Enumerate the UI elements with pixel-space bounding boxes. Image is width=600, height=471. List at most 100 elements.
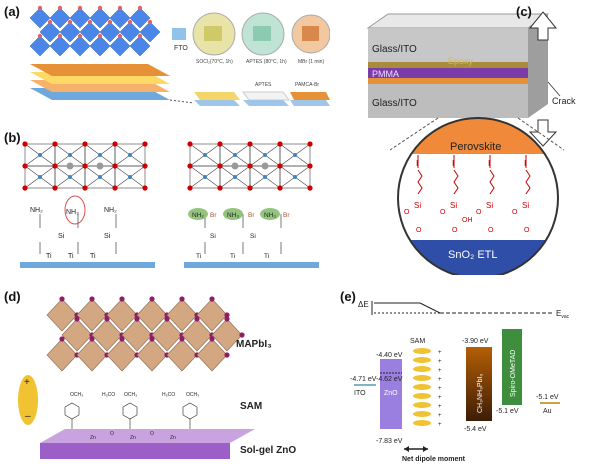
epoxy-layer (368, 62, 528, 68)
svg-text:O: O (476, 209, 482, 216)
svg-text:Si: Si (58, 233, 65, 240)
svg-text:Zn: Zn (170, 435, 176, 441)
ito-label: ITO (354, 390, 366, 397)
svg-text:OCH₃: OCH₃ (70, 392, 83, 398)
panel-d: (d) MAPbI₃ + – OCH₃ H₃CO OCH₃ H₃CO OCH₃ … (0, 285, 320, 466)
svg-text:Si: Si (414, 201, 421, 210)
film-2-label: APTES (255, 82, 272, 88)
svg-text:Zn: Zn (90, 435, 96, 441)
svg-text:NH₂: NH₂ (104, 207, 117, 214)
svg-text:Ti: Ti (196, 253, 201, 260)
svg-text:Si: Si (486, 201, 493, 210)
panel-a-schematic: FTO SOCl₂(70°C, 1h) APTES (80°C, 1h) MBr… (29, 5, 331, 106)
fto-square (172, 28, 186, 40)
zno-layer (40, 443, 230, 459)
panel-b: (b) NH₂ NH₃ NH₂ Si Si Ti Ti Ti NH₂ NH₃ N… (0, 130, 330, 275)
svg-text:Si: Si (250, 233, 256, 240)
svg-text:I: I (488, 159, 490, 168)
perovskite-label: Perovskite (450, 141, 501, 153)
film-3 (290, 92, 330, 106)
zno-bottom-value: -7.83 eV (376, 438, 403, 445)
perov-top-value: -3.90 eV (462, 338, 489, 345)
svg-text:O: O (512, 209, 518, 216)
sam-label: SAM (240, 401, 262, 412)
lattice-left (22, 141, 148, 254)
svg-text:NH₃: NH₃ (227, 212, 239, 219)
svg-text:O: O (440, 209, 446, 216)
svg-text:NH₃: NH₃ (264, 212, 276, 219)
svg-text:OCH₃: OCH₃ (124, 392, 137, 398)
zno-bar-label: ZnO (384, 390, 398, 397)
panel-a: (a) FTO SOCl₂(70°C, 1h) APTES (80°C, 1h) (0, 0, 331, 125)
svg-text:O: O (524, 227, 530, 234)
panel-d-label: (d) (4, 289, 21, 304)
sam-e-label: SAM (410, 338, 425, 345)
zno-top-value: -4.40 eV (376, 352, 403, 359)
panel-e: (e) ΔE Evac -4.71 eV ITO ZnO -4.40 eV -4… (330, 285, 600, 466)
dish-3-label: MBr (1 min) (298, 59, 324, 65)
perovskite-bar-label: CH₃NH₃PbI₃ (477, 374, 484, 413)
svg-text:+: + (438, 359, 442, 365)
svg-text:O: O (404, 209, 410, 216)
panel-c-label: (c) (516, 4, 532, 19)
panel-d-schematic: MAPbI₃ + – OCH₃ H₃CO OCH₃ H₃CO OCH₃ SAM … (18, 296, 296, 459)
sam-dipoles: +++++++++ (413, 348, 442, 428)
dipole-icon (18, 375, 38, 425)
svg-text:Br: Br (210, 212, 217, 219)
svg-text:I: I (524, 159, 526, 168)
substrate-right (184, 262, 319, 268)
au-label: Au (543, 408, 552, 415)
svg-text:H₃CO: H₃CO (102, 392, 115, 398)
ito-value: -4.71 eV (350, 376, 377, 383)
crack-label: Crack (552, 96, 576, 106)
perovskite-lattice (29, 5, 161, 57)
svg-text:Si: Si (104, 233, 111, 240)
dish-1-label: SOCl₂(70°C, 1h) (196, 59, 233, 65)
svg-text:O: O (416, 227, 422, 234)
svg-text:O: O (110, 431, 114, 437)
svg-text:NH₂: NH₂ (30, 207, 43, 214)
panel-c: (c) Glass/ITO Epoxy PMMA Glass/ITO Crack (338, 0, 600, 279)
svg-text:OCH₃: OCH₃ (186, 392, 199, 398)
plus-sign: + (24, 377, 30, 388)
pmma-label: PMMA (372, 69, 399, 79)
svg-text:I: I (416, 159, 418, 168)
minus-sign: – (25, 411, 31, 422)
svg-text:Ti: Ti (68, 253, 74, 260)
svg-text:Ti: Ti (90, 253, 96, 260)
labels-right: NH₂ NH₃ NH₃ Br Br Br Si Si Ti Ti Ti (192, 212, 290, 260)
svg-text:Si: Si (450, 201, 457, 210)
dish-1 (192, 12, 236, 56)
svg-text:Br: Br (248, 212, 255, 219)
svg-text:+: + (438, 413, 442, 419)
mapbi3-lattice (46, 296, 245, 372)
svg-text:O: O (488, 227, 494, 234)
spiro-value: -5.1 eV (496, 408, 519, 415)
sam-substituents: OCH₃ H₃CO OCH₃ H₃CO OCH₃ (70, 392, 199, 398)
chains-left: NH₂ NH₃ NH₂ Si Si Ti Ti Ti (30, 207, 117, 260)
fto-label: FTO (174, 45, 188, 52)
pull-up-arrow (528, 11, 558, 41)
panel-e-label: (e) (340, 289, 356, 304)
film-3-label: PAMCA-Br (295, 82, 319, 88)
evac-label: Evac (556, 309, 570, 320)
svg-text:+: + (438, 404, 442, 410)
pmma-layer (368, 68, 528, 78)
dish-2-label: APTES (80°C, 1h) (246, 59, 287, 65)
dipole-label: Net dipole moment (402, 456, 466, 463)
svg-text:+: + (438, 368, 442, 374)
glass-top-label: Glass/ITO (372, 44, 417, 55)
svg-text:+: + (438, 422, 442, 428)
panel-b-schematic: NH₂ NH₃ NH₂ Si Si Ti Ti Ti NH₂ NH₃ NH₃ B… (20, 141, 319, 268)
spiro-bar-label: Spiro-OMeTAD (510, 350, 517, 397)
panel-c-schematic: Glass/ITO Epoxy PMMA Glass/ITO Crack ISi… (366, 11, 576, 279)
lattice-right (187, 141, 313, 254)
svg-text:Si: Si (210, 233, 216, 240)
svg-text:Br: Br (283, 212, 290, 219)
delta-e-label: ΔE (358, 300, 369, 309)
svg-text:H₃CO: H₃CO (162, 392, 175, 398)
substrate-left (20, 262, 155, 268)
svg-text:Ti: Ti (264, 253, 269, 260)
film-1 (194, 92, 240, 106)
zno-sam-value: -4.62 eV (376, 376, 403, 383)
